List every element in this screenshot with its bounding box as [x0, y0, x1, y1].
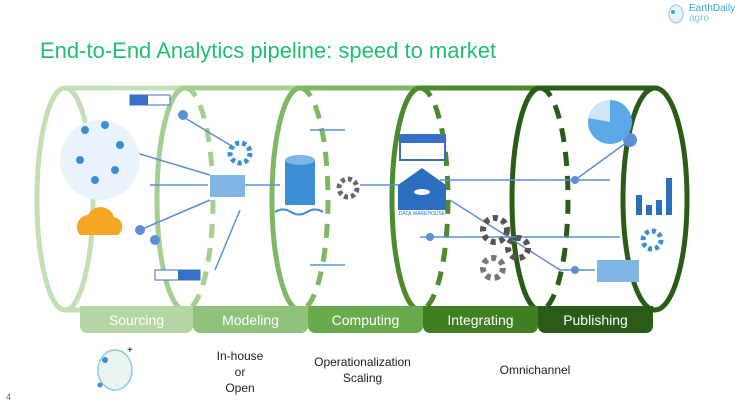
- gear-icon: [480, 255, 506, 281]
- gear-icon: [336, 176, 360, 200]
- globe-plus-icon: +: [97, 345, 133, 391]
- caption-line: Open: [225, 381, 255, 395]
- bar-chart-icon: [636, 178, 672, 215]
- data-warehouse-icon: [398, 168, 446, 210]
- logo-sub: agro: [689, 13, 710, 24]
- caption-line: Operationalization: [314, 355, 411, 369]
- caption-computing: Operationalization Scaling: [300, 354, 425, 386]
- caption-modeling: In-house or Open: [200, 348, 280, 396]
- pipeline-block-icon: [597, 260, 639, 282]
- gear-icon: [480, 215, 510, 245]
- gear-icon: [505, 235, 531, 261]
- stage-computing: Computing: [308, 306, 423, 333]
- slide-title: End-to-End Analytics pipeline: speed to …: [40, 38, 497, 63]
- globe-icon: [668, 4, 684, 24]
- stage-publishing: Publishing: [538, 306, 653, 333]
- data-tree-icon: [60, 120, 140, 235]
- svg-text:+: +: [127, 345, 133, 356]
- stage-modeling: Modeling: [193, 306, 308, 333]
- flow-arrows: [109, 114, 631, 271]
- stage-integrating: Integrating: [423, 306, 538, 333]
- caption-line: In-house: [216, 349, 264, 363]
- database-icon: [285, 155, 315, 205]
- data-warehouse-label: DATA WAREHOUSE: [399, 211, 446, 217]
- caption-line: or: [234, 365, 246, 379]
- logo-name: EarthDaily: [689, 3, 736, 14]
- pipeline-block-icon: [210, 175, 245, 197]
- caption-line: Scaling: [342, 371, 383, 385]
- stage-sourcing: Sourcing: [80, 306, 193, 333]
- caption-publishing: Omnichannel: [499, 363, 571, 377]
- pie-chart-icon: [588, 99, 632, 144]
- page-number: 4: [6, 392, 12, 402]
- gear-icon: [640, 228, 664, 252]
- gear-icon: [227, 140, 253, 166]
